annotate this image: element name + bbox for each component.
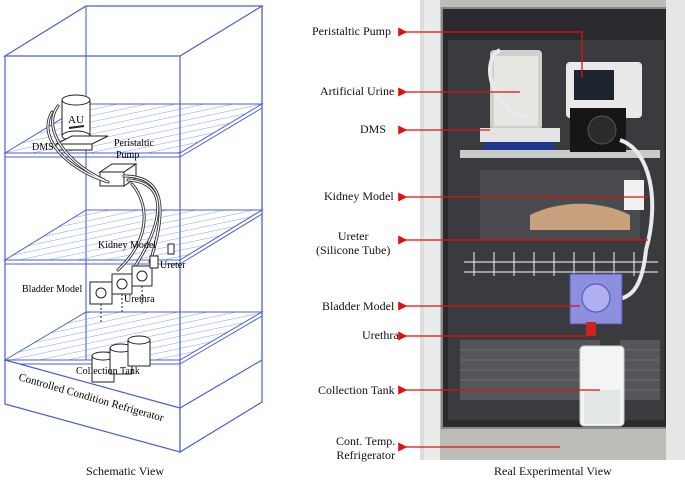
callout-ureter: Ureter (Silicone Tube) — [316, 229, 390, 257]
arrow-peristaltic-pump — [398, 27, 583, 78]
label-bladder-model: Bladder Model — [22, 284, 82, 295]
callout-bladder-model-text: Bladder Model — [322, 299, 395, 313]
callout-kidney-model-text: Kidney Model — [324, 189, 394, 203]
schematic-diagram: AU DMS Peristaltic Pump Kidney Model Ure… — [2, 5, 265, 454]
callout-kidney-model: Kidney Model — [324, 189, 394, 203]
callout-peristaltic-pump: Peristaltic Pump — [312, 24, 391, 38]
label-ureter: Ureter — [160, 260, 186, 271]
label-peristaltic: Peristaltic — [114, 138, 155, 149]
label-urethra: Urethra — [124, 294, 155, 305]
callout-collection-tank-text: Collection Tank — [318, 383, 395, 397]
callout-refrigerator-line2: Refrigerator — [336, 448, 395, 462]
callout-urethra: Urethra — [362, 328, 399, 342]
schematic-caption: Schematic View — [86, 464, 165, 478]
callout-dms: DMS — [360, 122, 386, 136]
photo-caption: Real Experimental View — [494, 464, 612, 478]
callout-artificial-urine-text: Artificial Urine — [320, 84, 395, 98]
callout-ureter-line2: (Silicone Tube) — [316, 243, 391, 257]
label-pump: Pump — [116, 150, 139, 161]
label-au: AU — [68, 114, 84, 126]
callout-refrigerator-line1: Cont. Temp. — [336, 434, 396, 448]
callout-dms-text: DMS — [360, 122, 387, 136]
callout-artificial-urine: Artificial Urine — [320, 84, 394, 98]
label-collection-tank: Collection Tank — [76, 366, 140, 377]
callout-ureter-line1: Ureter — [337, 229, 369, 243]
experimental-photo — [420, 0, 685, 460]
callout-collection-tank: Collection Tank — [318, 383, 395, 397]
label-dms: DMS — [32, 142, 54, 153]
label-kidney-model: Kidney Model — [98, 240, 156, 251]
callout-bladder-model: Bladder Model — [322, 299, 394, 313]
callout-refrigerator: Cont. Temp. Refrigerator — [336, 434, 395, 462]
callout-peristaltic-pump-text: Peristaltic Pump — [312, 24, 391, 38]
callout-urethra-text: Urethra — [362, 328, 399, 342]
